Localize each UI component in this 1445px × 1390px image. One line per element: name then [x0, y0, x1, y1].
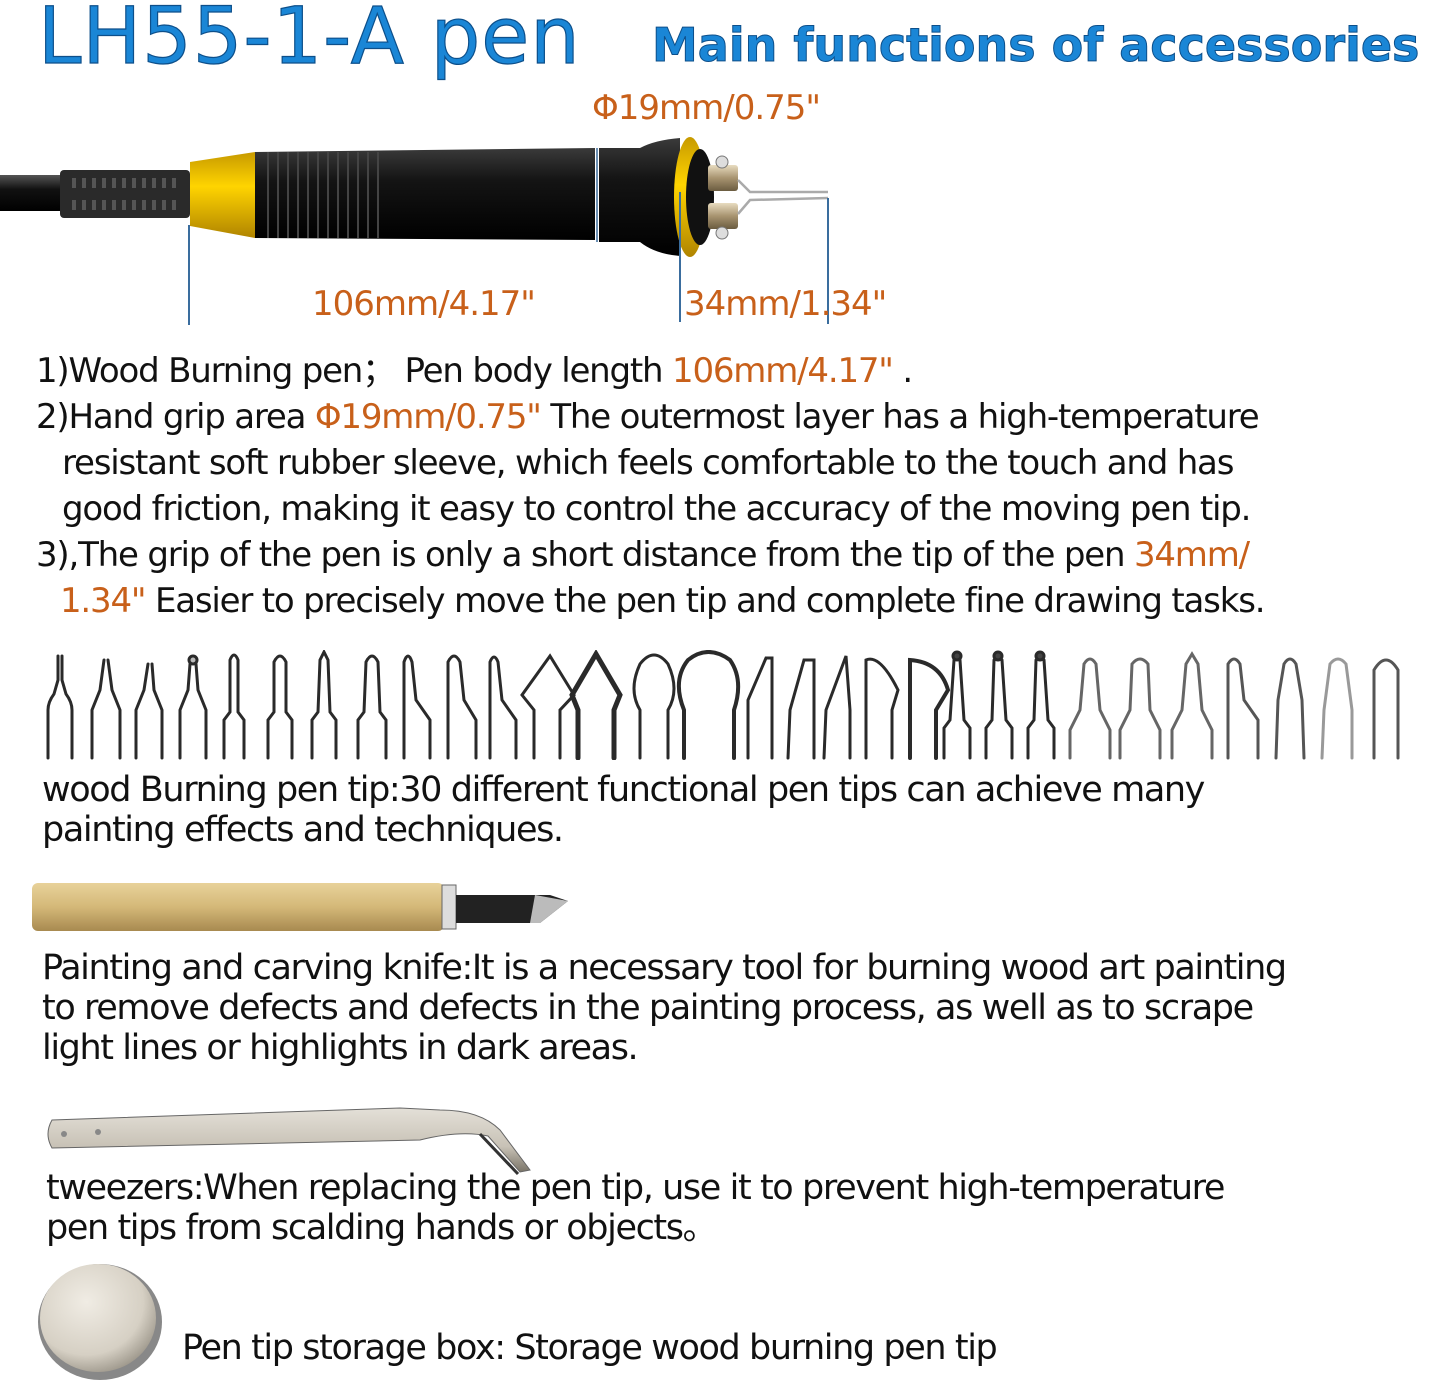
feature-3-cont: 1.34" Easier to precisely move the pen t…: [60, 578, 1266, 624]
feature-2-cont-2: good friction, making it easy to control…: [62, 489, 1251, 529]
body-length-label: 106mm/4.17": [312, 284, 536, 324]
storage-box-illustration: [38, 1264, 162, 1380]
feature-3-value-2: 1.34": [60, 581, 147, 621]
tip-distance-label: 34mm/1.34": [684, 284, 887, 324]
feature-2: 2)Hand grip area Φ19mm/0.75" The outermo…: [36, 394, 1260, 440]
feature-2-value: Φ19mm/0.75": [314, 397, 542, 437]
wood-burning-pen-illustration: [0, 137, 829, 257]
tweezers-description-line-1: tweezers:When replacing the pen tip, use…: [46, 1168, 1225, 1208]
feature-3-cont-text: Easier to precisely move the pen tip and…: [145, 581, 1266, 621]
feature-3-text: 3),The grip of the pen is only a short d…: [36, 535, 1134, 575]
knife-description-line-3: light lines or highlights in dark areas.: [42, 1028, 639, 1068]
feature-1: 1)Wood Burning pen； Pen body length 106m…: [36, 348, 913, 394]
dimension-line-body-end: [679, 192, 681, 322]
feature-2-suffix: The outermost layer has a high-temperatu…: [540, 397, 1259, 437]
pen-tips-description-line-2: painting effects and techniques.: [42, 810, 564, 850]
feature-2-text: 2)Hand grip area: [36, 397, 315, 437]
feature-1-text: 1)Wood Burning pen； Pen body length: [36, 351, 673, 391]
feature-3: 3),The grip of the pen is only a short d…: [36, 532, 1250, 578]
dimension-line-tip-end: [827, 198, 829, 324]
pen-tips-description-line-1: wood Burning pen tip:30 different functi…: [42, 770, 1205, 810]
carving-knife-illustration: [32, 883, 568, 931]
pen-tips-illustration: [46, 650, 1400, 760]
product-model-title: LH55-1-A pen: [37, 0, 581, 83]
dimension-line-body-start: [188, 225, 190, 325]
feature-2-cont-1: resistant soft rubber sleeve, which feel…: [62, 443, 1234, 483]
tweezers-description-line-2: pen tips from scalding hands or objects。: [46, 1208, 718, 1248]
dimension-line-grip: [596, 148, 598, 242]
grip-diameter-label: Φ19mm/0.75": [592, 88, 821, 128]
feature-1-value: 106mm/4.17": [672, 351, 894, 391]
knife-description-line-1: Painting and carving knife:It is a neces…: [42, 948, 1287, 988]
knife-description-line-2: to remove defects and defects in the pai…: [42, 988, 1254, 1028]
page-subtitle: Main functions of accessories: [651, 18, 1420, 73]
feature-1-suffix: .: [892, 351, 913, 391]
storage-box-description: Pen tip storage box: Storage wood burnin…: [182, 1328, 998, 1368]
tweezers-illustration: [47, 1107, 531, 1176]
feature-3-value: 34mm/: [1133, 535, 1250, 575]
